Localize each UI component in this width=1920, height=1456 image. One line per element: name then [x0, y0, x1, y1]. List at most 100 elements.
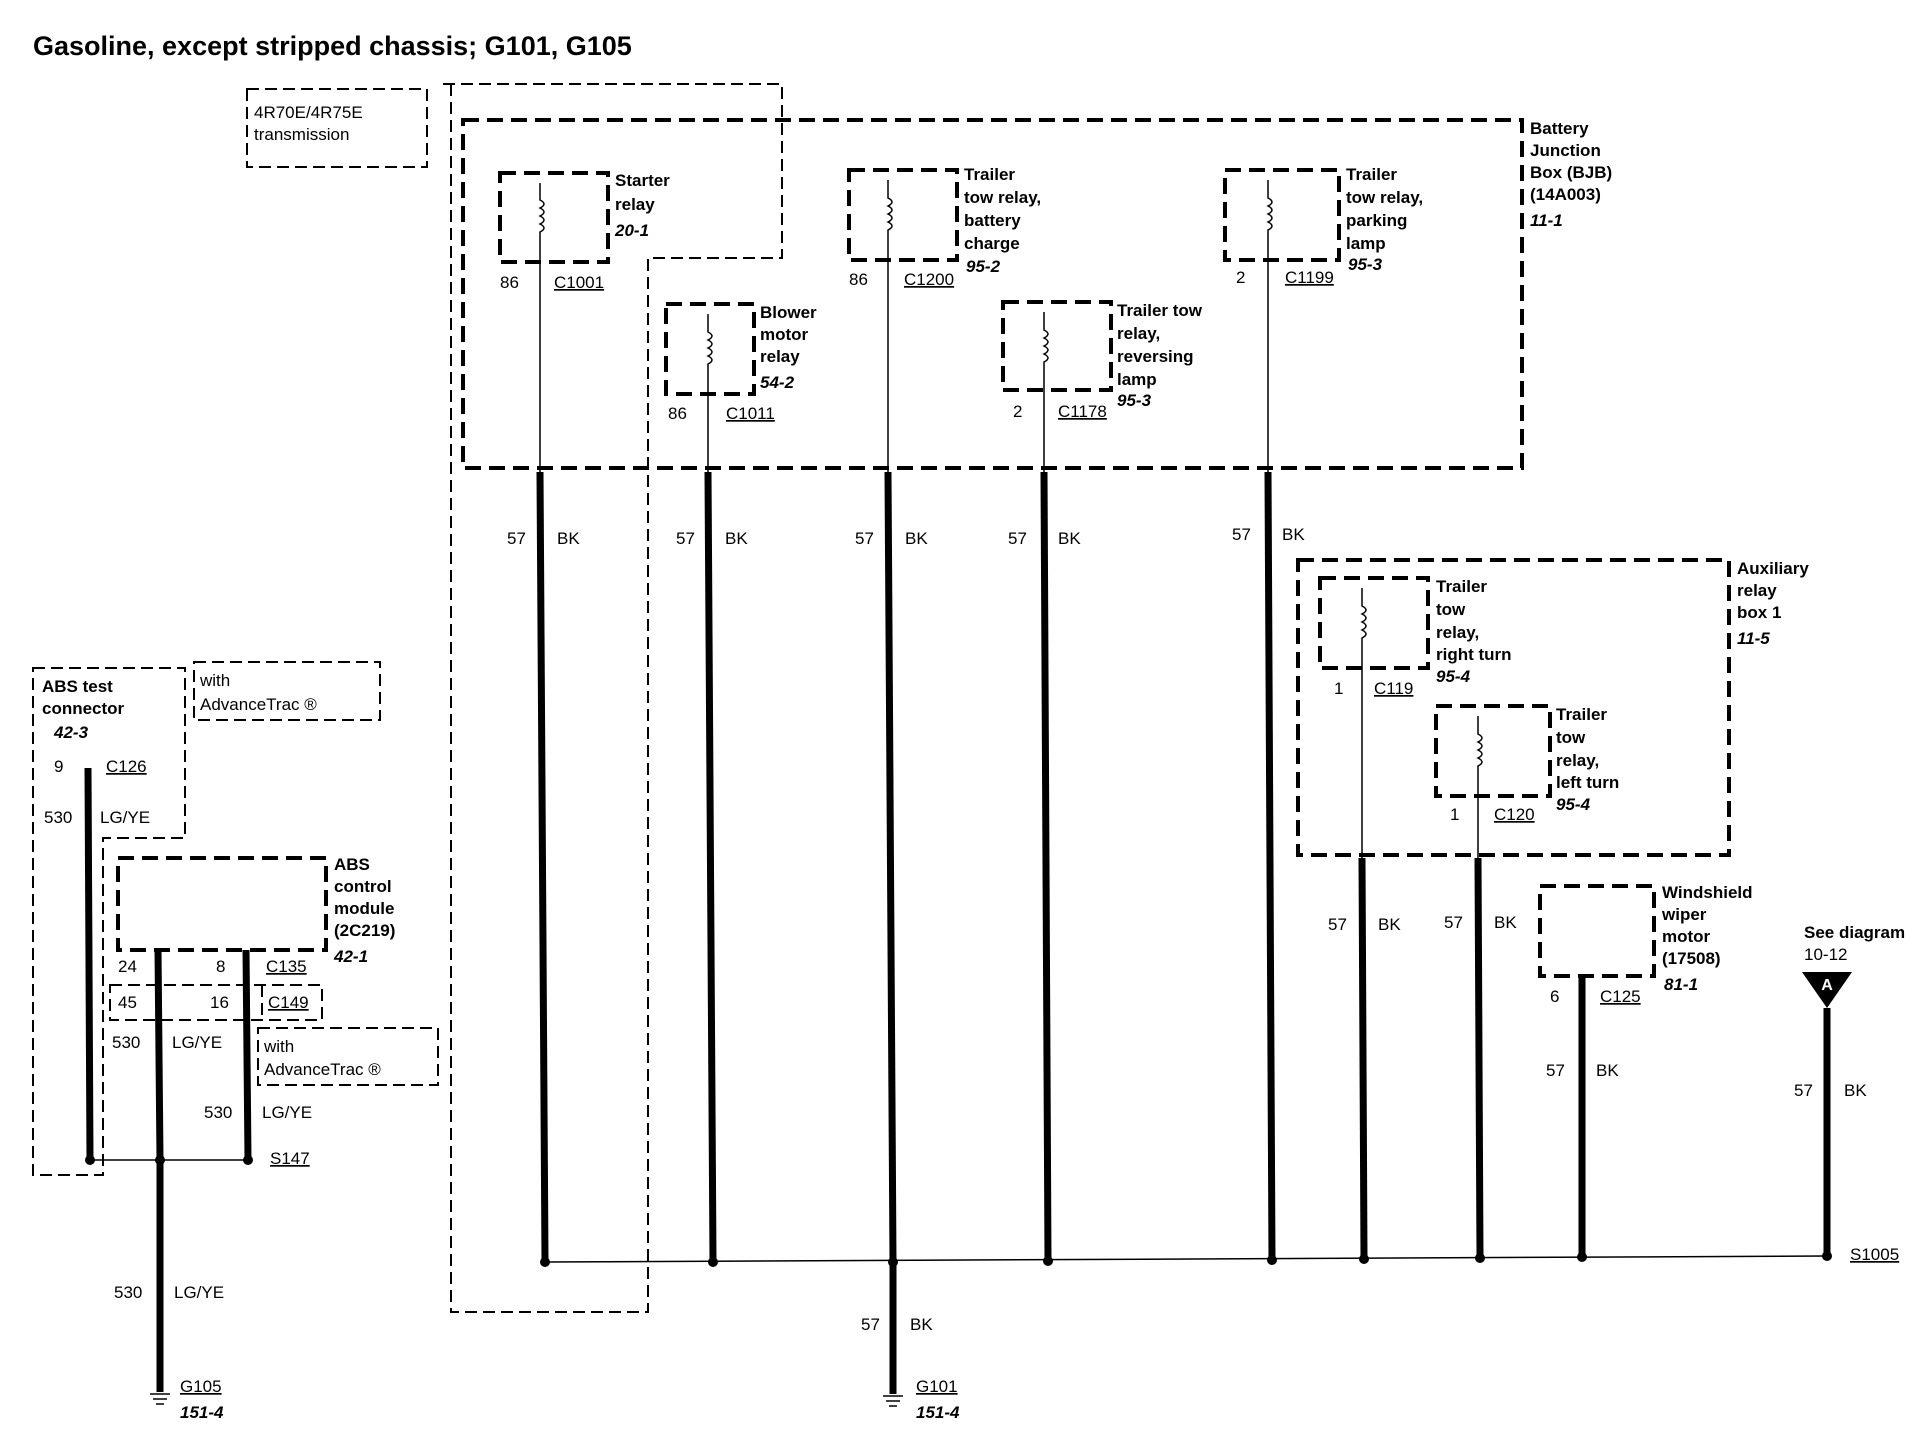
- svg-text:BK: BK: [905, 529, 928, 548]
- svg-text:530: 530: [114, 1283, 142, 1302]
- ground-g101: G101 151-4: [883, 1377, 960, 1422]
- svg-text:4R70E/4R75E: 4R70E/4R75E: [254, 103, 363, 122]
- svg-text:42-3: 42-3: [53, 723, 89, 742]
- svg-text:tow relay,: tow relay,: [964, 188, 1041, 207]
- svg-text:with: with: [263, 1037, 294, 1056]
- relay-trailer-right-turn: Trailer tow relay, right turn 95-4 1 C11…: [1318, 576, 1512, 698]
- svg-text:(2C219): (2C219): [334, 921, 395, 940]
- svg-text:20-1: 20-1: [614, 221, 649, 240]
- svg-text:C119: C119: [1374, 679, 1413, 698]
- svg-text:charge: charge: [964, 234, 1020, 253]
- svg-text:95-4: 95-4: [1436, 667, 1471, 686]
- svg-text:2: 2: [1013, 402, 1022, 421]
- coil-icon: [706, 314, 713, 394]
- svg-text:module: module: [334, 899, 394, 918]
- battery-junction-box: Battery Junction Box (BJB) (14A003) 11-1: [461, 118, 1612, 470]
- splice-s147: S147: [270, 1149, 310, 1168]
- connector-arrow-icon: [1802, 972, 1852, 1008]
- transmission-outline: [443, 83, 783, 1313]
- svg-text:A: A: [1821, 977, 1833, 994]
- svg-text:2: 2: [1236, 268, 1245, 287]
- coil-icon: [1266, 180, 1273, 260]
- ground-icon: [883, 1395, 903, 1407]
- svg-text:C126: C126: [106, 757, 147, 776]
- svg-text:57: 57: [676, 529, 695, 548]
- svg-text:8: 8: [216, 957, 225, 976]
- svg-text:C1001: C1001: [554, 273, 604, 292]
- svg-text:connector: connector: [42, 699, 125, 718]
- svg-text:151-4: 151-4: [180, 1403, 224, 1422]
- svg-text:11-5: 11-5: [1737, 629, 1770, 648]
- splice-dots: [85, 1155, 1832, 1267]
- svg-text:with: with: [199, 671, 230, 690]
- ground-icon: [150, 1393, 170, 1405]
- transmission-box: 4R70E/4R75E transmission: [246, 88, 428, 168]
- coil-icon: [1042, 312, 1049, 390]
- svg-text:Auxiliary: Auxiliary: [1737, 559, 1809, 578]
- svg-text:relay,: relay,: [1117, 324, 1160, 343]
- svg-text:BK: BK: [1058, 529, 1081, 548]
- svg-text:motor: motor: [760, 325, 809, 344]
- svg-text:57: 57: [1008, 529, 1027, 548]
- coil-icon: [538, 183, 545, 262]
- svg-text:95-3: 95-3: [1117, 391, 1152, 410]
- diagram-title: Gasoline, except stripped chassis; G101,…: [33, 31, 632, 61]
- svg-text:57: 57: [1444, 913, 1463, 932]
- svg-text:BK: BK: [557, 529, 580, 548]
- ground-wires: [536, 260, 1831, 1394]
- svg-text:57: 57: [1546, 1061, 1565, 1080]
- svg-text:(17508): (17508): [1662, 949, 1721, 968]
- svg-text:Trailer: Trailer: [1436, 577, 1487, 596]
- svg-text:tow: tow: [1556, 728, 1586, 747]
- svg-text:16: 16: [210, 993, 229, 1012]
- svg-text:24: 24: [118, 957, 137, 976]
- svg-text:57: 57: [861, 1315, 880, 1334]
- svg-text:ABS: ABS: [334, 855, 370, 874]
- svg-text:C1199: C1199: [1285, 268, 1334, 287]
- abs-control-module: ABS control module (2C219) 42-1 24 8 C13…: [116, 855, 395, 976]
- svg-text:86: 86: [849, 270, 868, 289]
- svg-text:C135: C135: [266, 957, 307, 976]
- svg-text:1: 1: [1450, 805, 1459, 824]
- svg-text:lamp: lamp: [1117, 370, 1157, 389]
- relay-starter: Starter relay 20-1 86 C1001: [498, 171, 670, 292]
- svg-text:6: 6: [1550, 987, 1559, 1006]
- relay-trailer-left-turn: Trailer tow relay, left turn 95-4 1 C120: [1434, 704, 1619, 824]
- svg-text:See diagram: See diagram: [1804, 923, 1905, 942]
- abs-test-connector: ABS test connector 42-3 9 C126: [32, 667, 186, 1176]
- svg-text:95-2: 95-2: [966, 257, 1001, 276]
- svg-text:G105: G105: [180, 1377, 222, 1396]
- svg-text:Trailer tow: Trailer tow: [1117, 301, 1203, 320]
- svg-text:C149: C149: [268, 993, 309, 1012]
- svg-text:LG/YE: LG/YE: [172, 1033, 222, 1052]
- svg-text:transmission: transmission: [254, 125, 349, 144]
- svg-text:LG/YE: LG/YE: [262, 1103, 312, 1122]
- relay-trailer-reversing-lamp: Trailer tow relay, reversing lamp 95-3 2…: [1001, 300, 1203, 421]
- svg-text:reversing: reversing: [1117, 347, 1194, 366]
- splice-s1005: S1005: [1850, 1245, 1899, 1264]
- svg-text:wiper: wiper: [1661, 905, 1707, 924]
- advancetrac-note-bottom: with AdvanceTrac ®: [257, 1027, 439, 1086]
- coil-icon: [1360, 588, 1367, 668]
- svg-text:11-1: 11-1: [1530, 211, 1563, 230]
- svg-text:LG/YE: LG/YE: [174, 1283, 224, 1302]
- svg-text:box 1: box 1: [1737, 603, 1781, 622]
- svg-text:BK: BK: [725, 529, 748, 548]
- svg-text:battery: battery: [964, 211, 1021, 230]
- svg-text:motor: motor: [1662, 927, 1711, 946]
- svg-text:530: 530: [44, 808, 72, 827]
- svg-text:530: 530: [112, 1033, 140, 1052]
- svg-text:54-2: 54-2: [760, 373, 795, 392]
- svg-text:BK: BK: [1282, 525, 1305, 544]
- svg-text:tow: tow: [1436, 600, 1466, 619]
- svg-text:AdvanceTrac ®: AdvanceTrac ®: [264, 1060, 381, 1079]
- svg-text:Junction: Junction: [1530, 141, 1601, 160]
- connector-c149: 45 16 C149: [109, 984, 323, 1021]
- svg-text:BK: BK: [1494, 913, 1517, 932]
- coil-icon: [1476, 716, 1483, 796]
- svg-text:BK: BK: [910, 1315, 933, 1334]
- svg-text:AdvanceTrac ®: AdvanceTrac ®: [200, 695, 317, 714]
- svg-text:1: 1: [1334, 679, 1343, 698]
